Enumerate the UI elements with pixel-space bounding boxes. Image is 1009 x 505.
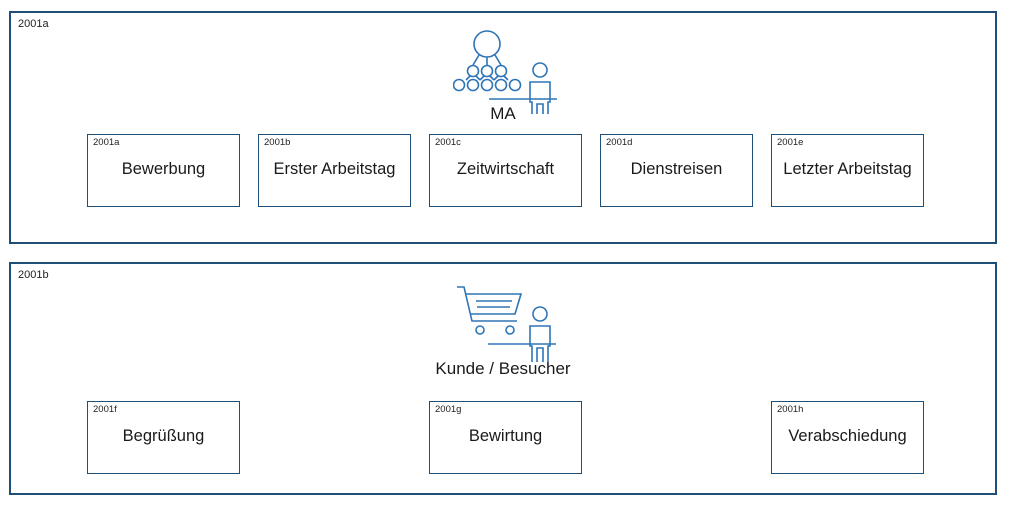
process-card-bewirtung[interactable]: 2001g Bewirtung bbox=[429, 401, 582, 474]
process-card-zeitwirtschaft[interactable]: 2001c Zeitwirtschaft bbox=[429, 134, 582, 207]
card-label: Letzter Arbeitstag bbox=[783, 160, 912, 178]
card-id: 2001d bbox=[606, 137, 633, 148]
process-card-begruessung[interactable]: 2001f Begrüßung bbox=[87, 401, 240, 474]
card-label: Verabschiedung bbox=[788, 427, 907, 445]
card-label: Bewerbung bbox=[121, 160, 206, 178]
process-card-erster-arbeitstag[interactable]: 2001b Erster Arbeitstag bbox=[258, 134, 411, 207]
group-title-ma: MA bbox=[490, 104, 516, 123]
card-id: 2001a bbox=[93, 137, 120, 148]
process-card-bewerbung[interactable]: 2001a Bewerbung bbox=[87, 134, 240, 207]
card-label: Erster Arbeitstag bbox=[273, 160, 396, 178]
group-panel-kunde-besucher: 2001b Kunde / Besucher 2001f Begrüßung 2… bbox=[9, 262, 997, 495]
card-id: 2001f bbox=[93, 404, 117, 415]
panel-id: 2001b bbox=[18, 269, 49, 281]
card-label: Bewirtung bbox=[468, 427, 543, 445]
card-label: Begrüßung bbox=[122, 427, 205, 445]
card-label: Zeitwirtschaft bbox=[456, 160, 555, 178]
shopping-cart-person-icon bbox=[457, 286, 556, 362]
panel-id: 2001a bbox=[18, 18, 49, 30]
process-card-dienstreisen[interactable]: 2001d Dienstreisen bbox=[600, 134, 753, 207]
card-id: 2001e bbox=[777, 137, 804, 148]
card-label: Dienstreisen bbox=[630, 160, 723, 178]
card-id: 2001g bbox=[435, 404, 462, 415]
process-card-letzter-arbeitstag[interactable]: 2001e Letzter Arbeitstag bbox=[771, 134, 924, 207]
organization-person-icon bbox=[453, 30, 557, 114]
group-panel-ma: 2001a bbox=[9, 11, 997, 244]
card-id: 2001b bbox=[264, 137, 291, 148]
group-title-kunde-besucher: Kunde / Besucher bbox=[435, 359, 571, 378]
card-id: 2001h bbox=[777, 404, 804, 415]
card-id: 2001c bbox=[435, 137, 461, 148]
process-card-verabschiedung[interactable]: 2001h Verabschiedung bbox=[771, 401, 924, 474]
